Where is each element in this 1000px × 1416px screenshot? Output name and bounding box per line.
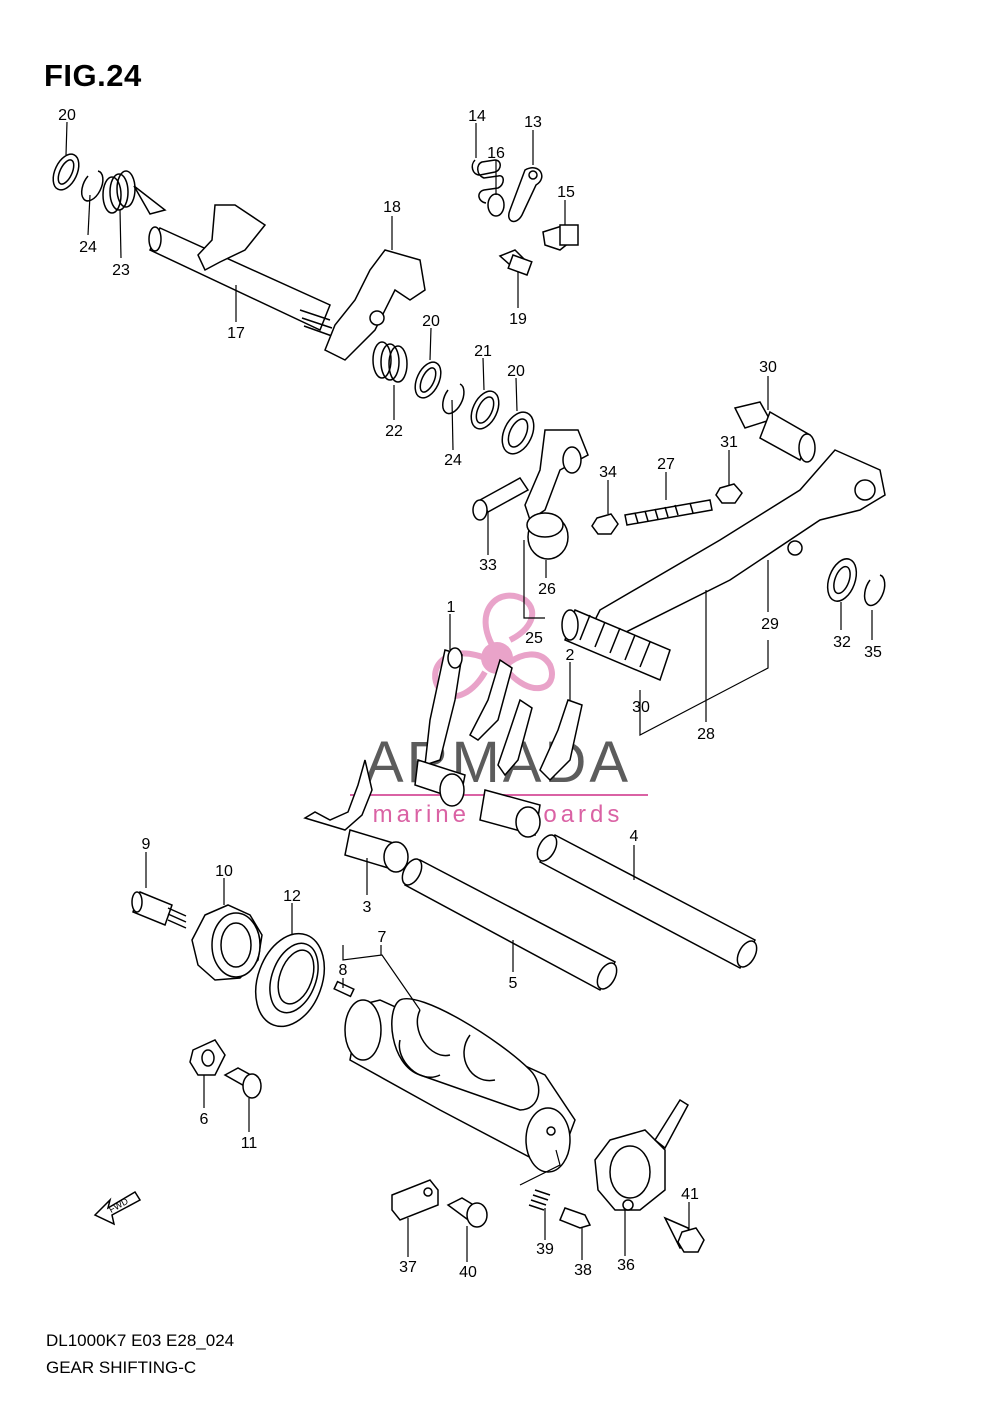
figure-code: DL1000K7 E03 E28_024 (46, 1331, 235, 1350)
callout-13: 13 (524, 114, 542, 131)
callout-11: 11 (241, 1135, 258, 1152)
fwd-arrow: FWD (93, 1190, 142, 1226)
callout-19: 19 (509, 311, 527, 328)
callout-41: 40 (459, 1264, 477, 1281)
callout-38: 37 (399, 1259, 417, 1276)
callout-18: 18 (383, 199, 401, 216)
gear-pedal-group (472, 401, 886, 682)
callout-33: 32 (833, 634, 851, 651)
callout-17: 17 (227, 325, 245, 342)
callout-20-b: 20 (422, 313, 440, 330)
figure-name: GEAR SHIFTING-C (46, 1358, 197, 1377)
callout-7: 7 (378, 929, 387, 946)
callouts: 20 24 23 17 18 14 16 13 15 19 20 22 21 2… (58, 107, 882, 1281)
callout-16: 16 (487, 145, 505, 162)
callout-23: 23 (112, 262, 130, 279)
callout-10: 10 (215, 863, 233, 880)
callout-4: 4 (630, 828, 639, 845)
callout-22: 22 (385, 423, 403, 440)
shift-cam-drum (344, 997, 576, 1173)
shift-forks-rods (303, 647, 758, 992)
callout-37: 36 (617, 1257, 635, 1274)
callout-27: 27 (657, 456, 675, 473)
callout-8: 8 (339, 962, 348, 979)
callout-1: 1 (447, 599, 456, 616)
figure-title: FIG.24 (44, 58, 142, 93)
top-small-parts (471, 159, 579, 276)
callout-2: 2 (566, 647, 575, 664)
callout-14: 14 (468, 108, 486, 125)
callout-29: 29 (761, 616, 779, 633)
callout-5: 5 (509, 975, 518, 992)
callout-40: 39 (536, 1241, 554, 1258)
callout-6: 6 (200, 1111, 209, 1128)
callout-32: 31 (720, 434, 738, 451)
leader-lines (65, 121, 873, 1262)
callout-20-a: 20 (58, 107, 76, 124)
callout-20-c: 21 (474, 343, 492, 360)
callout-24-a: 24 (79, 239, 97, 256)
callout-24-b: 24 (444, 452, 462, 469)
callout-39: 38 (574, 1262, 592, 1279)
callout-42: 41 (681, 1186, 699, 1203)
callout-28: 28 (697, 726, 715, 743)
callout-36: 35 (864, 644, 882, 661)
callout-26: 26 (538, 581, 556, 598)
callout-25: 25 (525, 630, 543, 647)
callout-21: 20 (507, 363, 525, 380)
callout-15: 15 (557, 184, 575, 201)
callout-9: 9 (142, 836, 151, 853)
callout-34: 33 (479, 557, 497, 574)
watermark-brand: ARMADA (365, 730, 631, 795)
callout-31: 30 (759, 359, 777, 376)
bottom-parts (391, 1098, 705, 1253)
callout-12: 12 (283, 888, 301, 905)
callout-3: 3 (363, 899, 372, 916)
callout-35: 34 (599, 464, 617, 481)
callout-30: 30 (632, 699, 650, 716)
shift-shaft-group (52, 153, 535, 455)
lower-left-parts (131, 891, 355, 1099)
